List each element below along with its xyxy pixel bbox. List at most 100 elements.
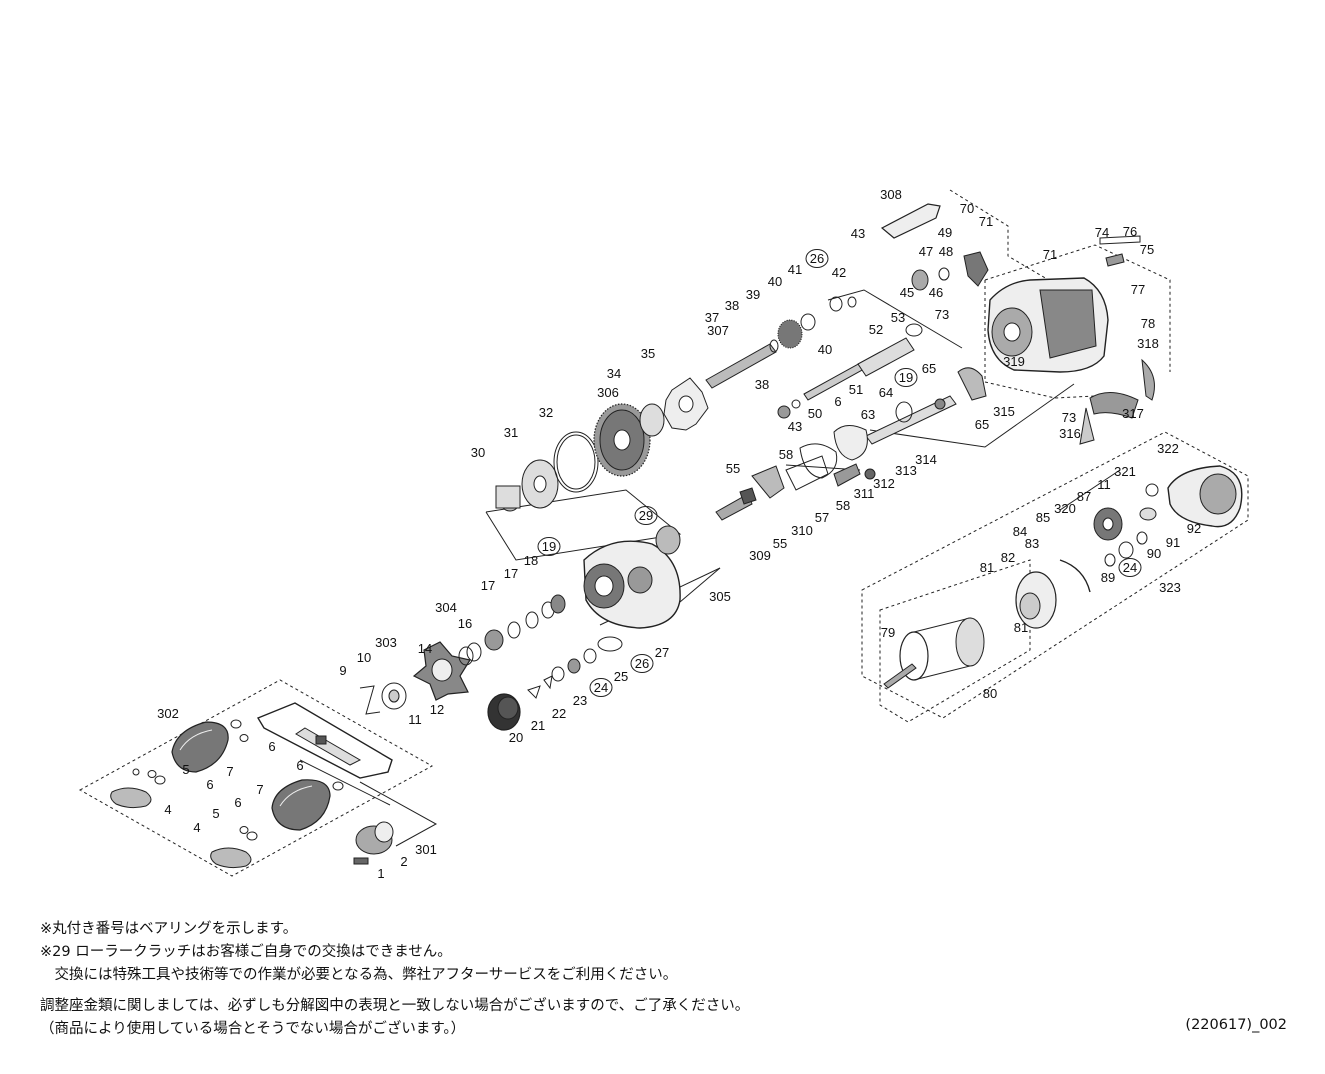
main-gear-and-drag <box>495 377 709 512</box>
part-label-46: 46 <box>929 285 943 300</box>
part-label-38: 38 <box>725 298 739 313</box>
part-label-58: 58 <box>836 498 850 513</box>
part-label-83: 83 <box>1025 536 1039 551</box>
part-label-11: 11 <box>1097 477 1111 492</box>
part-label-79: 79 <box>881 625 895 640</box>
part-label-4: 4 <box>164 802 171 817</box>
part-label-45: 45 <box>900 285 914 300</box>
part-label-55: 55 <box>773 536 787 551</box>
part-label-12: 12 <box>430 702 444 717</box>
bearing-circle <box>634 506 658 525</box>
side-plate <box>583 525 681 629</box>
part-label-21: 21 <box>531 718 545 733</box>
part-label-25: 25 <box>614 669 628 684</box>
part-label-29: 29 <box>639 508 653 523</box>
part-label-310: 310 <box>791 523 813 538</box>
part-label-52: 52 <box>869 322 883 337</box>
note-shims-detail: （商品により使用している場合とそうでない場合がございます。） <box>40 1021 466 1037</box>
note-roller-clutch: ※29 ローラークラッチはお客様ご自身での交換はできません。 <box>40 944 452 960</box>
part-label-84: 84 <box>1013 524 1027 539</box>
part-label-73: 73 <box>935 307 949 322</box>
part-label-6: 6 <box>834 394 841 409</box>
part-label-6: 6 <box>234 795 241 810</box>
part-label-57: 57 <box>815 510 829 525</box>
note-service: 交換には特殊工具や技術等での作業が必要となる為、弊社アフターサービスをご利用くだ… <box>40 967 678 983</box>
bearing-circle <box>894 368 918 387</box>
frame-assembly-box <box>949 189 1171 399</box>
part-label-71: 71 <box>1043 247 1057 262</box>
part-label-75: 75 <box>1140 242 1154 257</box>
part-label-48: 48 <box>939 244 953 259</box>
part-label-53: 53 <box>891 310 905 325</box>
bearing-circle <box>805 249 829 268</box>
bearing-circle <box>537 537 561 556</box>
part-label-26: 26 <box>635 656 649 671</box>
part-label-319: 319 <box>1003 354 1025 369</box>
part-label-17: 17 <box>481 578 495 593</box>
part-label-31: 31 <box>504 425 518 440</box>
spool <box>883 617 985 689</box>
part-label-18: 18 <box>524 553 538 568</box>
part-label-312: 312 <box>873 476 895 491</box>
part-label-51: 51 <box>849 382 863 397</box>
pinion-shaft <box>705 296 857 389</box>
drag-washers <box>359 594 566 715</box>
small-washers-handle <box>132 719 344 841</box>
part-label-1: 1 <box>377 866 384 881</box>
part-label-41: 41 <box>788 262 802 277</box>
part-label-37: 37 <box>705 310 719 325</box>
level-wind-guide <box>833 395 957 461</box>
bearing-circle <box>589 678 613 697</box>
part-label-322: 322 <box>1157 441 1179 456</box>
cast-control-knob <box>487 636 623 731</box>
frame-top-parts <box>880 203 989 291</box>
brake-unit <box>1015 507 1148 629</box>
part-label-311: 311 <box>854 486 875 501</box>
part-label-313: 313 <box>895 463 917 478</box>
drawing-reference: (220617)_002 <box>1185 1017 1287 1033</box>
part-label-301: 301 <box>415 842 437 857</box>
part-label-305: 305 <box>709 589 731 604</box>
part-label-58: 58 <box>779 447 793 462</box>
part-label-315: 315 <box>993 404 1015 419</box>
part-label-303: 303 <box>375 635 397 650</box>
part-label-309: 309 <box>749 548 771 563</box>
part-label-85: 85 <box>1036 510 1050 525</box>
side-cover-parts <box>957 235 1155 445</box>
part-label-320: 320 <box>1054 501 1076 516</box>
part-label-26: 26 <box>810 251 824 266</box>
handle-nut-retainer <box>353 821 394 865</box>
part-label-19: 19 <box>542 539 556 554</box>
note-bearing: ※丸付き番号はベアリングを示します。 <box>40 921 298 937</box>
part-label-6: 6 <box>206 777 213 792</box>
part-label-16: 16 <box>458 616 472 631</box>
part-label-32: 32 <box>539 405 553 420</box>
part-label-78: 78 <box>1141 316 1155 331</box>
part-label-23: 23 <box>573 693 587 708</box>
part-label-307: 307 <box>707 323 729 338</box>
part-label-302: 302 <box>157 706 179 721</box>
part-label-27: 27 <box>655 645 669 660</box>
part-label-4: 4 <box>193 820 200 835</box>
part-label-50: 50 <box>808 406 822 421</box>
part-label-47: 47 <box>919 244 933 259</box>
part-label-64: 64 <box>879 385 893 400</box>
part-label-80: 80 <box>983 686 997 701</box>
note-shims: 調整座金類に関しましては、必ずしも分解図中の表現と一致しない場合がございますので… <box>40 998 750 1014</box>
handle-arm <box>256 702 393 779</box>
part-label-43: 43 <box>851 226 865 241</box>
part-label-22: 22 <box>552 706 566 721</box>
assembly-lines <box>299 289 1121 847</box>
part-label-42: 42 <box>832 265 846 280</box>
part-label-11: 11 <box>408 712 422 727</box>
part-label-17: 17 <box>504 566 518 581</box>
part-label-24: 24 <box>594 680 608 695</box>
part-label-91: 91 <box>1166 535 1180 550</box>
part-label-24: 24 <box>1123 560 1137 575</box>
part-label-70: 70 <box>960 201 974 216</box>
part-label-81: 81 <box>980 560 994 575</box>
part-label-5: 5 <box>212 806 219 821</box>
level-wind-shaft <box>777 323 923 419</box>
part-label-43: 43 <box>788 419 802 434</box>
